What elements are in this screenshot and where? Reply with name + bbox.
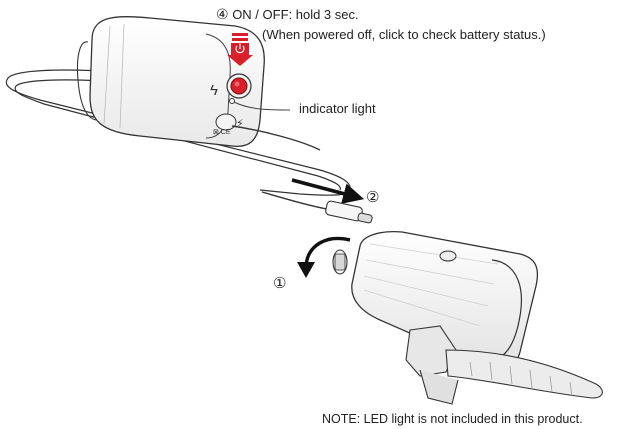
step1-arrow-head xyxy=(297,262,315,278)
usb-c-plug xyxy=(261,191,373,224)
power-icon xyxy=(235,43,245,54)
certification-marks: ⊠ CE xyxy=(213,129,231,136)
step4-subtext: (When powered off, click to check batter… xyxy=(262,27,546,42)
handlebar-mount xyxy=(405,325,603,405)
power-pack xyxy=(76,15,321,151)
led-light xyxy=(332,230,539,372)
indicator-leader-line xyxy=(233,101,291,111)
step2-arrow xyxy=(291,178,365,204)
product-note: NOTE: LED light is not included in this … xyxy=(322,412,583,426)
lightning-mark: ϟ xyxy=(210,82,218,99)
step2-number: ② xyxy=(366,188,379,206)
power-button[interactable] xyxy=(226,73,252,99)
step1-number: ① xyxy=(273,274,286,292)
press-indicator xyxy=(227,33,253,66)
step4-number: ④ xyxy=(216,6,229,22)
step4-instruction: ④ ON / OFF: hold 3 sec. xyxy=(216,6,359,23)
indicator-light xyxy=(229,98,235,104)
indicator-light-label: indicator light xyxy=(299,101,376,116)
usb-mark: ⚡ xyxy=(236,117,244,130)
step4-text: ON / OFF: hold 3 sec. xyxy=(232,7,359,22)
